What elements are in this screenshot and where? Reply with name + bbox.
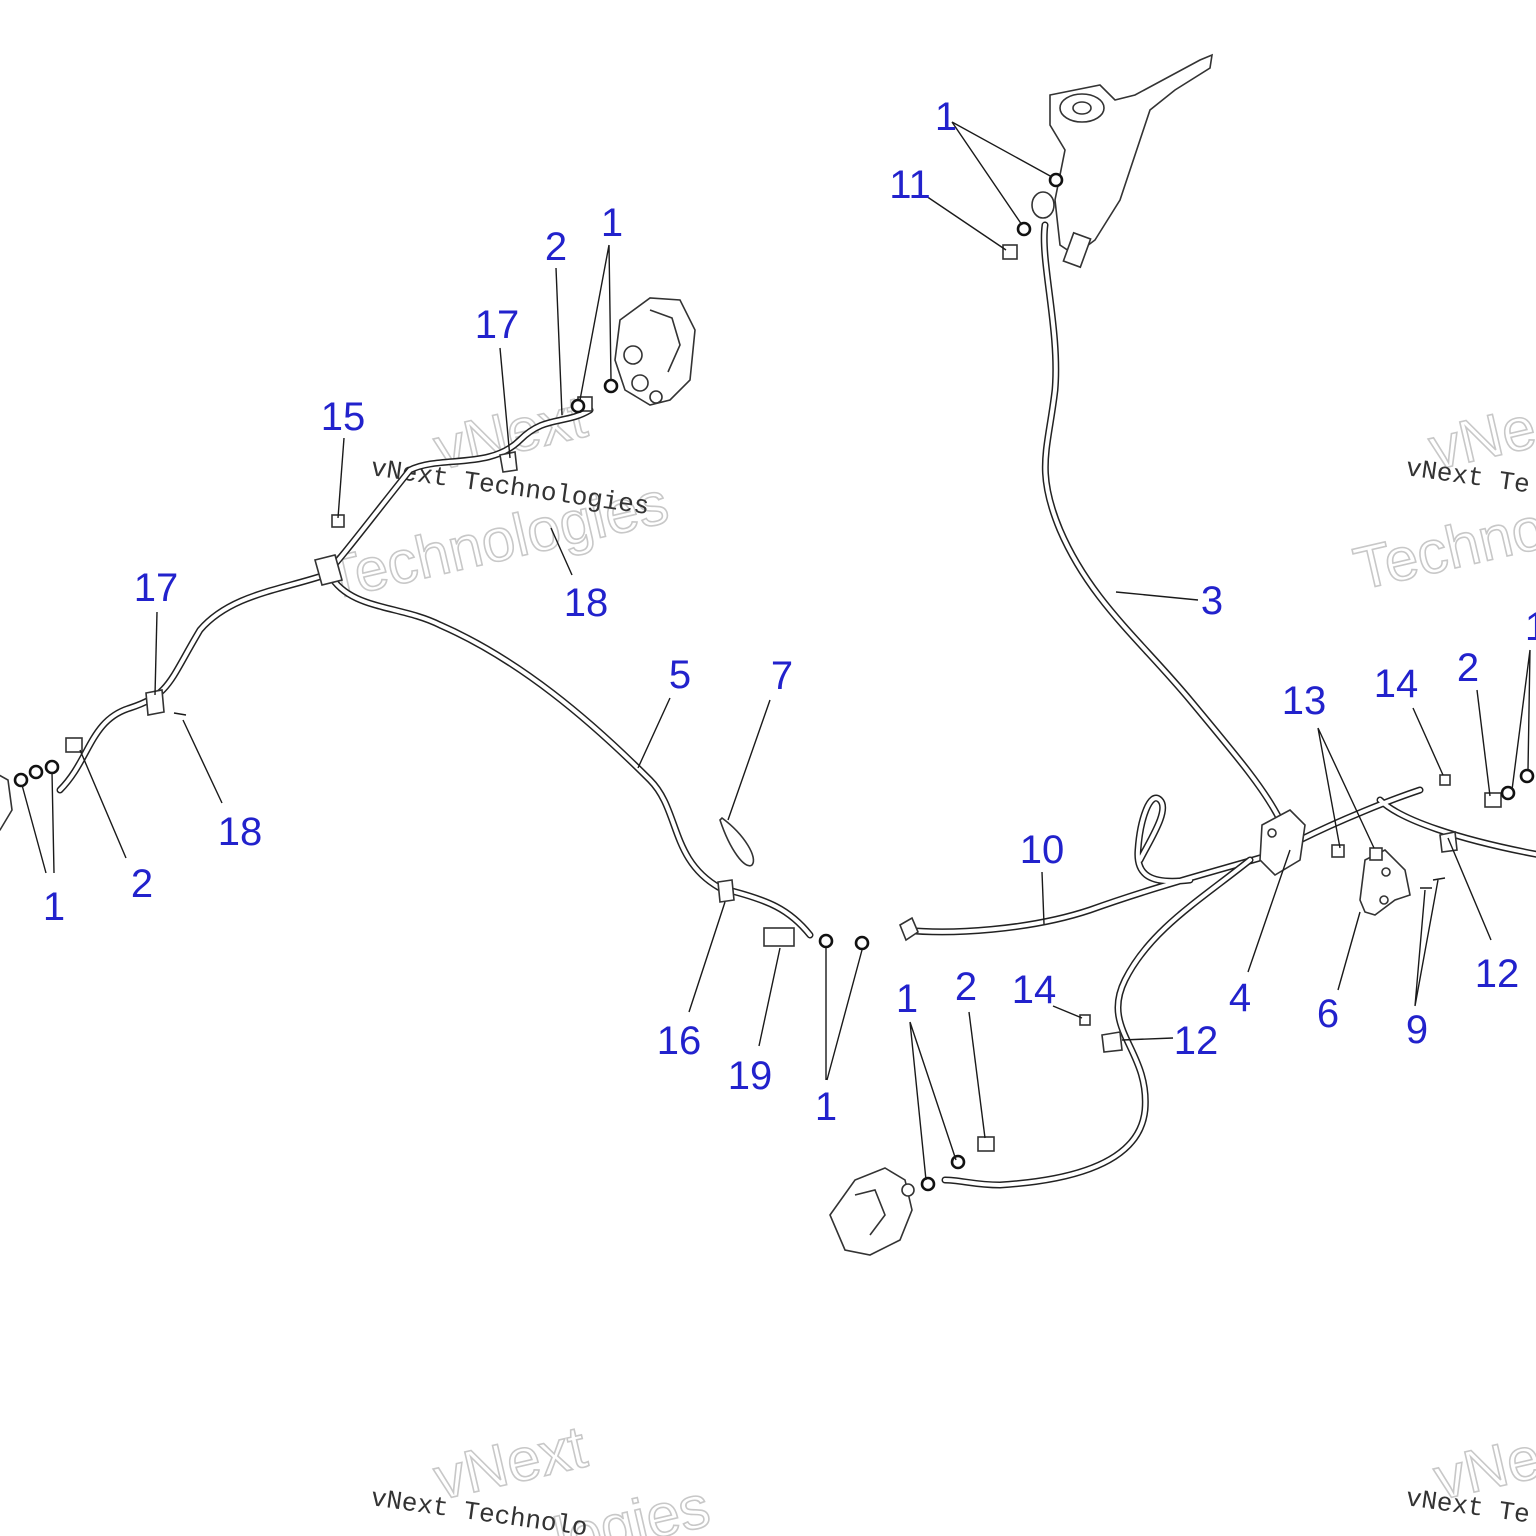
washer [1016,221,1032,237]
master-cylinder [1031,53,1214,269]
callout-19: 19 [728,1054,773,1098]
callout-14: 14 [1012,968,1057,1012]
callout-7: 7 [771,654,793,698]
fitting-10-end [899,916,919,942]
caliper-left-edge [0,774,13,831]
callout-2: 2 [955,965,977,1009]
clip-12-right [1439,831,1458,853]
callout-1: 1 [1525,605,1536,649]
caliper-bottom [829,1167,915,1256]
washer [920,1176,936,1192]
callout-12: 12 [1174,1019,1219,1063]
bolt-14-right [1439,774,1451,786]
callout-9: 9 [1406,1008,1428,1052]
washer [1048,172,1064,188]
washer [44,759,60,775]
callout-2: 2 [131,862,153,906]
callout-14: 14 [1374,662,1419,706]
small-parts [13,172,1535,1192]
callout-3: 3 [1201,579,1223,623]
bracket [1359,849,1411,916]
junction-block [1259,809,1306,877]
washer [603,378,619,394]
callout-16: 16 [657,1019,702,1063]
watermark-group: vNext Technologies vNext Technologies vN… [317,382,1536,1536]
bolt-14-bottom [1079,1014,1091,1026]
bolt-11 [1002,244,1018,260]
clip-17-left [145,689,165,716]
callout-labels: 1 11 2 1 17 15 18 17 3 5 7 18 2 1 10 13 … [43,95,1536,1129]
washer [818,933,834,949]
banjo-bolt-bottom [977,1136,995,1152]
bolt-13b [1369,847,1383,861]
washer [1500,785,1516,801]
fitting-19 [763,927,795,947]
washer [28,764,44,780]
clip-15 [314,554,343,586]
cable-tie [719,816,755,867]
leader-lines [21,121,1531,1181]
washer [950,1154,966,1170]
pin-18-left [173,712,187,716]
washer [13,772,29,788]
clip-17-top [499,451,518,473]
callout-4: 4 [1229,976,1251,1020]
bolt-13a [1331,844,1345,858]
callout-18: 18 [218,810,263,854]
clip-12-bottom [1101,1031,1123,1053]
clip-16 [717,879,735,903]
callout-17: 17 [134,566,179,610]
callout-1: 1 [896,977,918,1021]
callout-1: 1 [43,885,65,929]
banjo-bolt-left [65,737,83,753]
callout-13: 13 [1282,679,1327,723]
callout-12: 12 [1475,952,1520,996]
banjo-bolt-right [1484,792,1502,808]
callout-2: 2 [1457,646,1479,690]
screws-9 [1420,877,1446,889]
callout-1: 1 [601,201,623,245]
callout-18: 18 [564,581,609,625]
callout-5: 5 [669,653,691,697]
callout-1: 1 [815,1085,837,1129]
washer [854,935,870,951]
callout-15: 15 [321,395,366,439]
callout-17: 17 [475,303,520,347]
washer [570,398,586,414]
callout-10: 10 [1020,828,1065,872]
watermark-outline-right-word2: Techno [1348,494,1536,603]
callout-6: 6 [1317,992,1339,1036]
callout-11: 11 [889,163,931,207]
callout-2: 2 [545,225,567,269]
caliper-front-left [614,297,696,406]
callout-1: 1 [935,95,957,139]
washer [1519,768,1535,784]
